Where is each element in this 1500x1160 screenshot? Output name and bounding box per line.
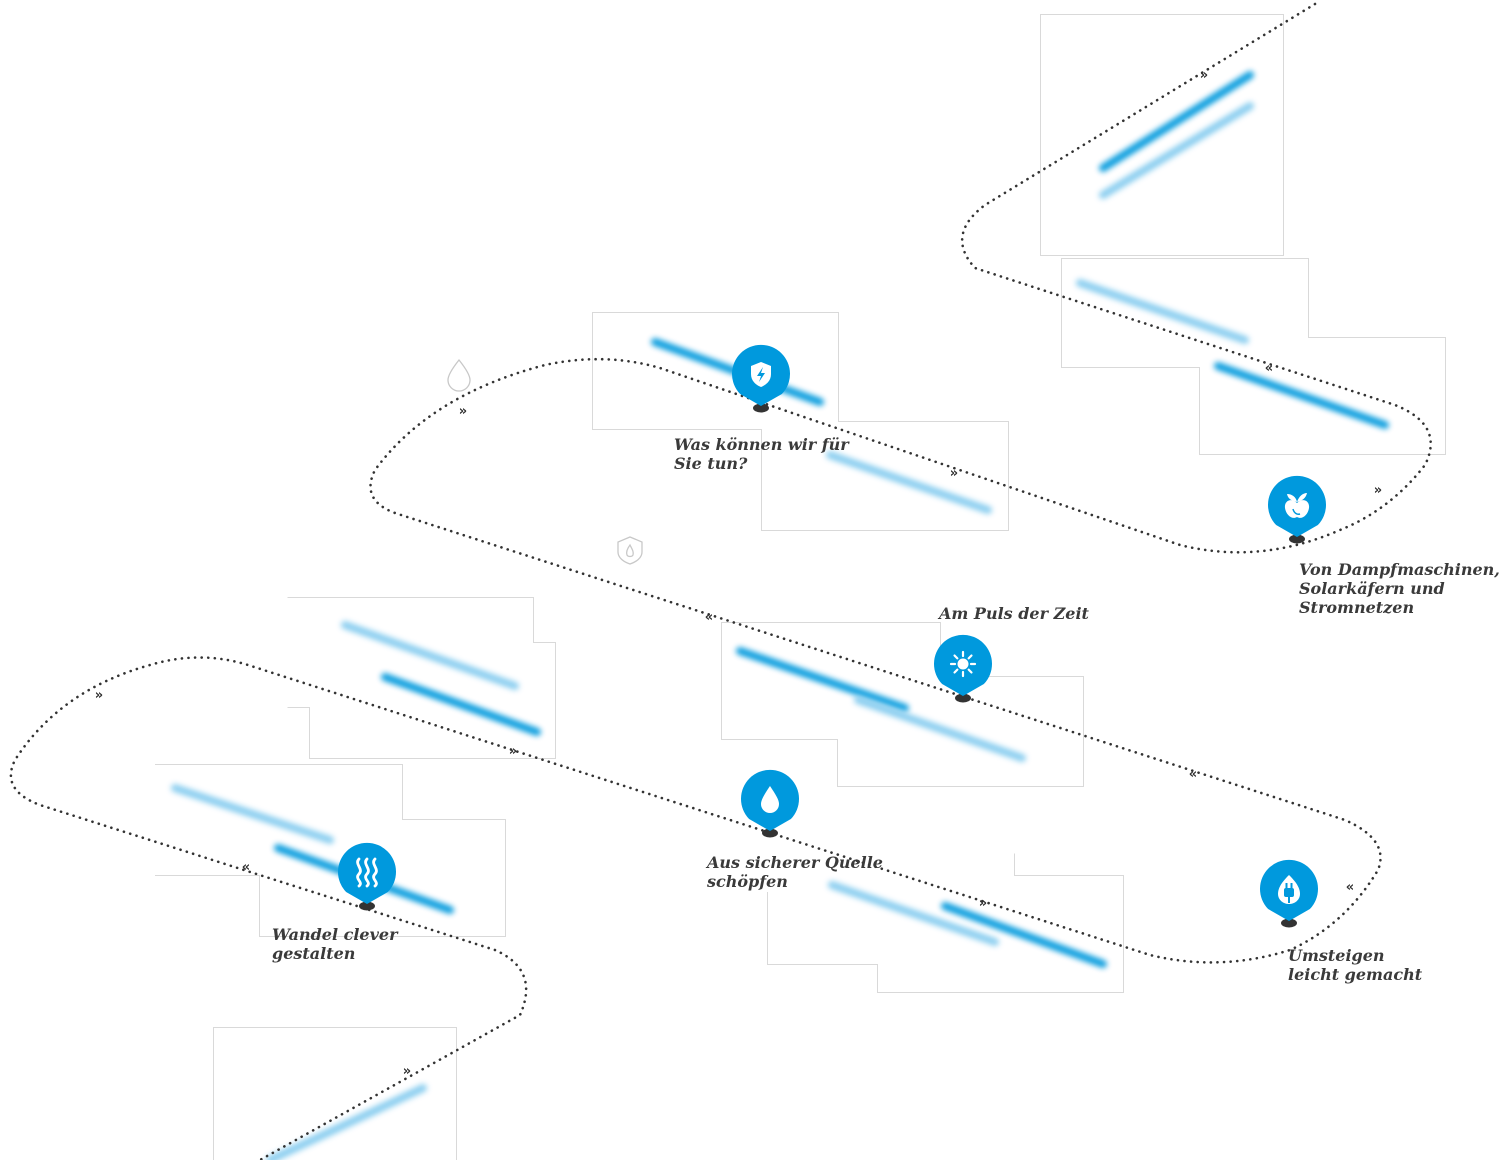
light-streak bbox=[854, 696, 1026, 762]
panel-top-right-upper bbox=[1040, 14, 1284, 256]
pin-base bbox=[955, 693, 971, 703]
path-arrow: » bbox=[979, 896, 987, 911]
label-line: Wandel clever bbox=[272, 925, 398, 944]
label-line: Sie tun? bbox=[674, 454, 748, 473]
station-label-water[interactable]: Aus sicherer Quelle schöpfen bbox=[707, 853, 883, 891]
path-arrow: » bbox=[1200, 68, 1208, 83]
light-streak bbox=[266, 1084, 427, 1160]
panel-bottom bbox=[213, 1027, 457, 1160]
path-arrow: « bbox=[1346, 880, 1354, 895]
light-streak bbox=[828, 881, 999, 946]
station-pin-security[interactable] bbox=[732, 344, 790, 413]
apple-leaf-icon bbox=[1284, 493, 1310, 518]
label-line: Aus sicherer Quelle bbox=[707, 853, 883, 872]
water-drop-outline-icon bbox=[447, 358, 471, 392]
label-line: schöpfen bbox=[707, 872, 788, 891]
light-streak bbox=[341, 621, 519, 690]
label-line: Am Puls der Zeit bbox=[939, 604, 1089, 623]
station-label-biomass[interactable]: Von Dampfmaschinen, Solarkäfern und Stro… bbox=[1299, 560, 1500, 617]
path-arrow: » bbox=[950, 466, 958, 481]
station-pins bbox=[338, 344, 1326, 928]
water-drop-icon bbox=[761, 786, 779, 813]
decor-light-streaks bbox=[171, 71, 1389, 1160]
pin-base bbox=[359, 901, 375, 911]
station-pin-solar[interactable] bbox=[933, 634, 992, 703]
light-streak bbox=[1099, 102, 1254, 199]
panel-solar bbox=[721, 622, 1084, 787]
label-line: Solarkäfern und bbox=[1299, 579, 1445, 598]
station-label-security[interactable]: Was können wir für Sie tun? bbox=[674, 435, 849, 473]
station-pin-plug[interactable] bbox=[1260, 859, 1318, 928]
label-line: gestalten bbox=[272, 944, 356, 963]
label-line: Umsteigen bbox=[1288, 946, 1385, 965]
gas-plug-icon bbox=[1278, 875, 1300, 904]
decor-panels bbox=[155, 14, 1446, 1160]
panel-top-right-lower bbox=[1061, 258, 1446, 455]
station-label-solar[interactable]: Am Puls der Zeit bbox=[939, 604, 1089, 623]
path-arrow: » bbox=[459, 404, 467, 419]
panel-left-upper bbox=[287, 597, 556, 759]
path-arrow: « bbox=[1265, 361, 1273, 376]
station-pin-heat[interactable] bbox=[338, 842, 396, 911]
light-streak bbox=[1099, 71, 1254, 172]
light-streak bbox=[736, 647, 909, 712]
journey-path bbox=[9, 2, 1432, 1160]
panel-heat bbox=[155, 764, 506, 937]
heat-waves-icon bbox=[356, 857, 378, 888]
pin-base bbox=[1281, 918, 1297, 928]
path-arrow: » bbox=[1374, 483, 1382, 498]
station-label-heat[interactable]: Wandel clever gestalten bbox=[272, 925, 398, 963]
decor-icons bbox=[447, 358, 643, 565]
light-streak bbox=[941, 902, 1107, 968]
panel-security bbox=[592, 312, 1009, 531]
path-arrow: » bbox=[403, 1064, 411, 1079]
station-pin-water[interactable] bbox=[740, 769, 799, 838]
shield-lightning-icon bbox=[751, 362, 771, 387]
pin-base bbox=[762, 828, 778, 838]
pin-base bbox=[1289, 534, 1305, 544]
light-streak bbox=[826, 451, 992, 514]
label-line: Was können wir für bbox=[674, 435, 849, 454]
path-direction-markers: » « » » » « « « » » « » » bbox=[95, 68, 1382, 1079]
sun-icon bbox=[949, 650, 977, 678]
path-arrow: » bbox=[95, 688, 103, 703]
light-streak bbox=[1076, 279, 1249, 344]
path-arrow: « bbox=[705, 610, 713, 625]
panel-plug bbox=[767, 853, 1124, 993]
flame-shield-outline-icon bbox=[617, 536, 643, 565]
station-label-plug[interactable]: Umsteigen leicht gemacht bbox=[1288, 946, 1422, 984]
light-streak bbox=[1214, 362, 1389, 429]
path-arrow: » bbox=[509, 744, 517, 759]
light-streak bbox=[381, 673, 541, 736]
light-streak bbox=[171, 784, 334, 844]
label-line: Stromnetzen bbox=[1299, 598, 1415, 617]
path-arrow: « bbox=[242, 860, 250, 875]
station-pin-biomass[interactable] bbox=[1267, 475, 1326, 544]
pin-base bbox=[753, 403, 769, 413]
path-arrow: « bbox=[1189, 767, 1197, 782]
label-line: leicht gemacht bbox=[1288, 965, 1423, 984]
label-line: Von Dampfmaschinen, bbox=[1299, 560, 1500, 579]
